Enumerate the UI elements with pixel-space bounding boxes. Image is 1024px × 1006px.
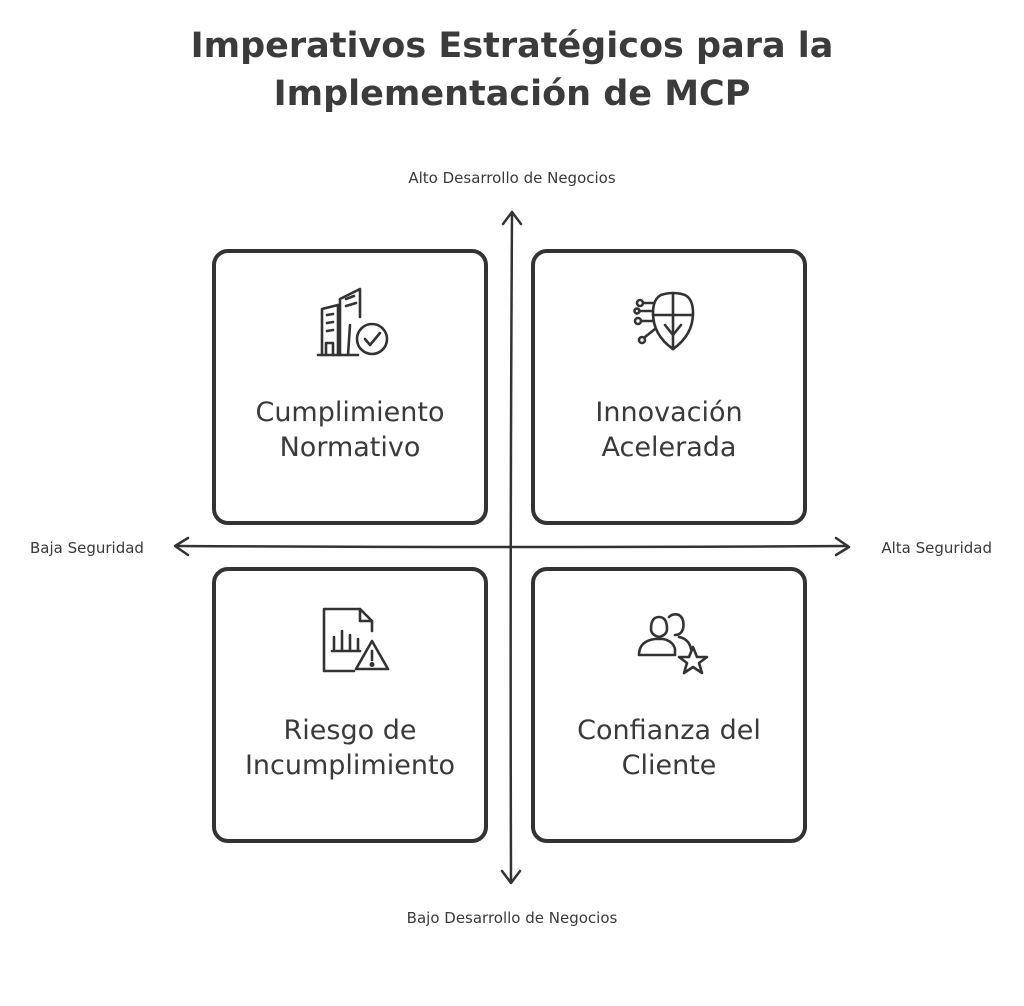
quadrant-confianza-del-cliente: Confianza del Cliente	[531, 567, 807, 843]
vertical-axis-arrow-bottom	[500, 869, 522, 885]
label-line-1: Confianza del	[577, 715, 761, 746]
label-line-2: Cliente	[621, 750, 717, 781]
quadrant-label: Riesgo de Incumplimiento	[216, 713, 484, 783]
diagram-title: Imperativos Estratégicos para la Impleme…	[0, 22, 1024, 118]
axis-label-bottom: Bajo Desarrollo de Negocios	[406, 909, 618, 927]
report-warning-icon	[322, 607, 390, 673]
label-line-2: Incumplimiento	[244, 750, 456, 781]
label-line-2: Acelerada	[601, 432, 737, 463]
vertical-axis-line	[509, 212, 514, 882]
building-check-icon	[316, 287, 389, 357]
users-star-icon	[637, 613, 709, 675]
quadrant-label: Innovación Acelerada	[535, 395, 803, 465]
axis-label-top: Alto Desarrollo de Negocios	[408, 169, 616, 187]
quadrant-label: Cumplimiento Normativo	[216, 395, 484, 465]
quadrant-riesgo-de-incumplimiento: Riesgo de Incumplimiento	[212, 567, 488, 843]
label-line-1: Innovación	[595, 397, 743, 428]
circuit-shield-icon	[633, 291, 695, 351]
title-line-2: Implementación de MCP	[273, 74, 751, 114]
label-line-1: Riesgo de	[283, 715, 417, 746]
quadrant-label: Confianza del Cliente	[535, 713, 803, 783]
horizontal-axis-line	[174, 544, 849, 549]
horizontal-axis-arrow-right	[834, 536, 851, 557]
axis-label-left: Baja Seguridad	[30, 539, 144, 557]
quadrant-cumplimiento-normativo: Cumplimiento Normativo	[212, 249, 488, 525]
horizontal-axis-arrow-left	[173, 536, 190, 557]
title-line-1: Imperativos Estratégicos para la	[190, 26, 834, 66]
axis-label-right: Alta Seguridad	[881, 539, 992, 557]
quadrant-innovacion-acelerada: Innovación Acelerada	[531, 249, 807, 525]
label-line-2: Normativo	[279, 432, 421, 463]
vertical-axis-arrow-top	[501, 210, 523, 226]
label-line-1: Cumplimiento	[255, 397, 445, 428]
